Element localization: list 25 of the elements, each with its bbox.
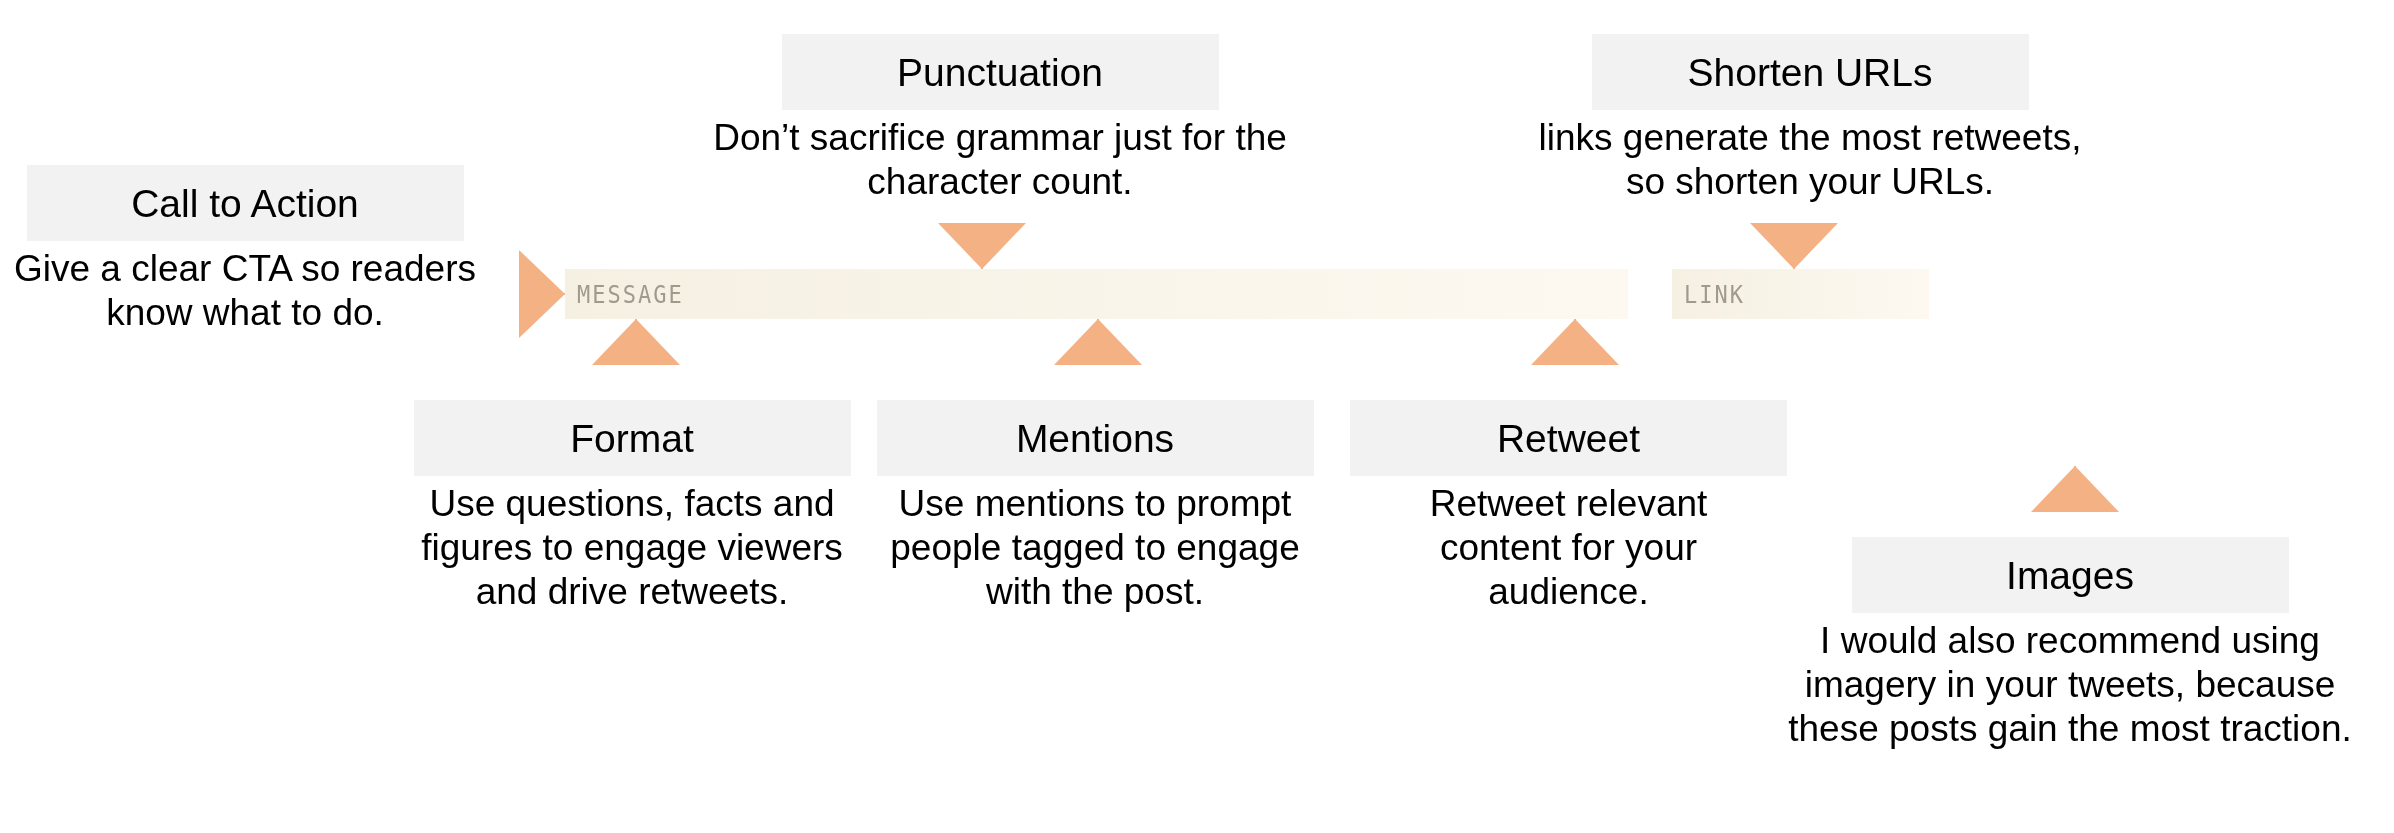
description-text: Retweet relevant content for your audience. xyxy=(1428,482,1709,614)
description-text: Give a clear CTA so readers know what to do. xyxy=(13,247,477,335)
description-text: Use questions, facts and figures to engage viewers and drive retweets. xyxy=(420,482,844,614)
triangle-pointer xyxy=(938,222,1026,270)
triangle-pointer xyxy=(2031,465,2119,512)
description-text: Don’t sacrifice grammar just for the character count. xyxy=(712,116,1288,204)
heading-box: Images xyxy=(1851,537,2289,613)
input-bar xyxy=(1672,269,1929,319)
triangle-pointer xyxy=(518,250,566,338)
description-text: links generate the most retweets, so shorten your URLs. xyxy=(1537,116,2083,204)
description-text: Use mentions to prompt people tagged to engage with the post. xyxy=(889,482,1301,614)
heading-box: Mentions xyxy=(876,400,1314,476)
triangle-pointer xyxy=(1531,318,1619,366)
heading-box: Punctuation xyxy=(781,34,1219,110)
heading-box: Retweet xyxy=(1350,400,1787,476)
heading-box: Shorten URLs xyxy=(1591,34,2029,110)
triangle-pointer xyxy=(1054,318,1142,366)
triangle-pointer xyxy=(592,318,680,366)
description-text: I would also recommend using imagery in your tweets, because these posts gain the most traction. xyxy=(1787,619,2353,751)
heading-box: Format xyxy=(413,400,851,476)
field-placeholder: MESSAGE xyxy=(577,279,684,310)
heading-box: Call to Action xyxy=(26,165,464,241)
field-placeholder: LINK xyxy=(1684,279,1745,310)
input-bar xyxy=(565,269,1628,319)
triangle-pointer xyxy=(1750,222,1838,270)
